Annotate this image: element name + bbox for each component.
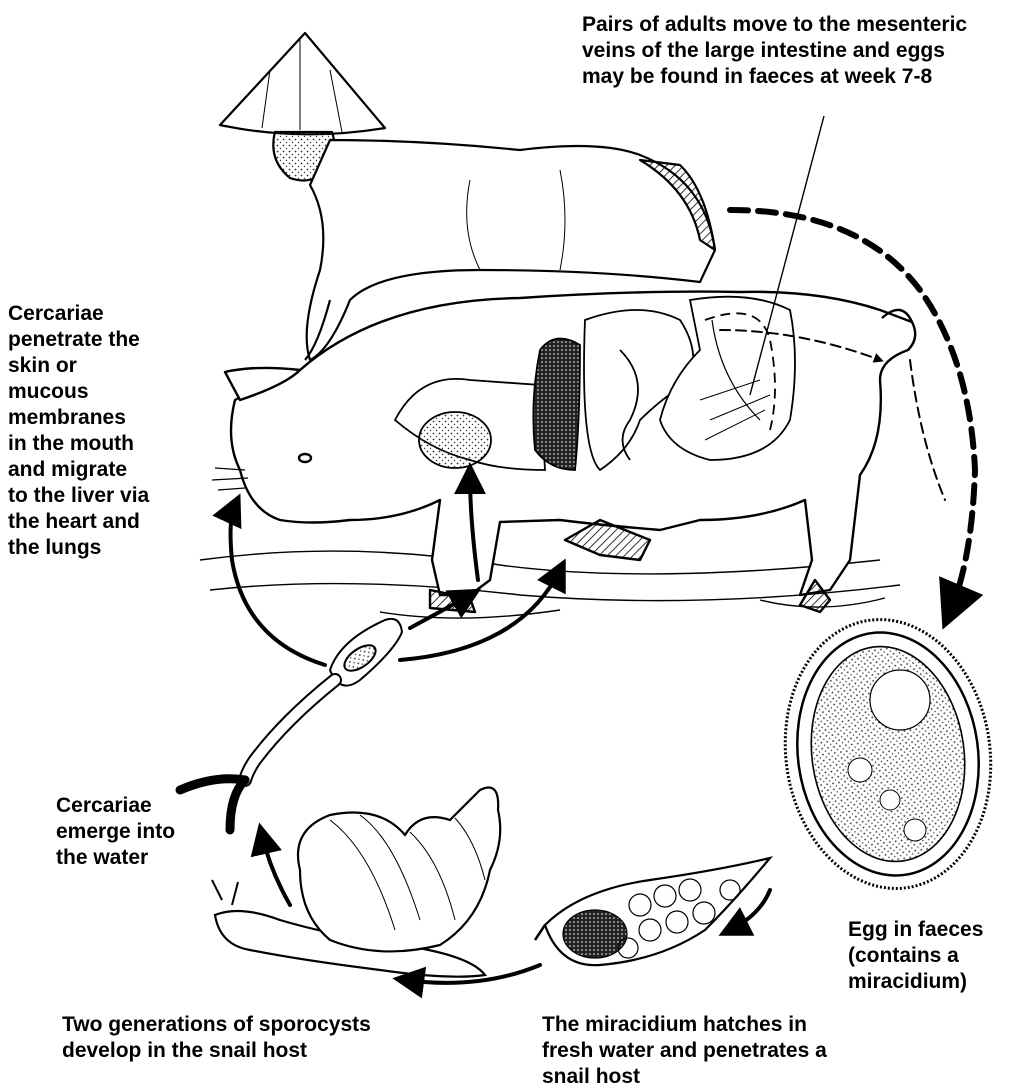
miracidium-icon [535, 858, 770, 965]
cercariae-penetrate-label: Cercariae penetrate the skin or mucous m… [8, 301, 178, 561]
egg-icon [768, 606, 1008, 902]
sporocysts-label: Two generations of sporocysts develop in… [62, 1012, 422, 1064]
conical-hat-icon [220, 33, 385, 134]
egg-in-faeces-label: Egg in faeces (contains a miracidium) [848, 917, 1018, 995]
miracidium-label: The miracidium hatches in fresh water an… [542, 1012, 902, 1090]
adults-mesenteric-veins-label: Pairs of adults move to the mesenteric v… [582, 12, 1022, 90]
cercariae-emerge-label: Cercariae emerge into the water [56, 793, 206, 871]
snail-icon [212, 788, 500, 977]
